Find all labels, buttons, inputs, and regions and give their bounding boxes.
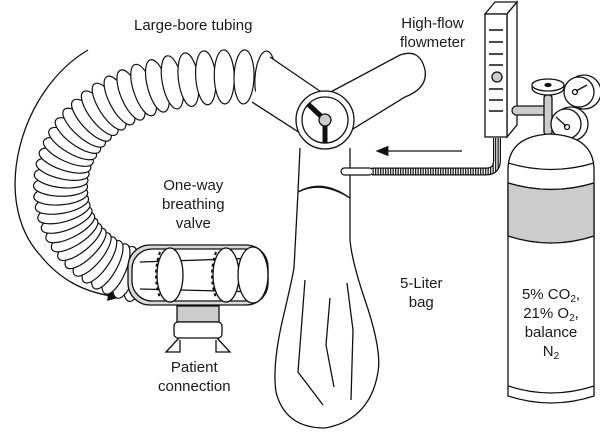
y-connector — [251, 52, 426, 150]
pressure-gauge-lower — [550, 106, 589, 142]
valve-leaflets — [306, 102, 332, 143]
gas-supply-line — [340, 138, 501, 176]
tubing-flow-arrow — [14, 49, 121, 301]
five-liter-bag — [274, 185, 380, 429]
label-valve-line3: valve — [175, 215, 211, 232]
label-flowmeter-line2: flowmeter — [400, 34, 466, 51]
gas-cylinder — [507, 133, 595, 404]
large-bore-tubing — [32, 49, 276, 302]
label-gas-o2: 21% O2, — [511, 304, 591, 324]
gas-co2-comma: , — [575, 286, 581, 303]
label-gas-balance: balance — [524, 324, 578, 341]
label-patient-line2: connection — [158, 378, 231, 395]
patient-connection — [164, 305, 232, 353]
flowmeter-float — [491, 71, 503, 83]
gas-o2-comma: , — [574, 305, 579, 322]
label-gas-co2: 5% CO2, — [511, 285, 591, 305]
high-flow-flowmeter — [483, 0, 519, 139]
label-five-liter-bag: 5-Liter bag — [400, 274, 443, 312]
label-flowmeter-line1: High-flow — [401, 15, 464, 32]
label-gas-mixture: 5% CO2, 21% O2, balance N2 — [511, 285, 591, 362]
label-valve-line1: One-way — [163, 177, 224, 194]
one-way-breathing-valve — [127, 244, 269, 306]
label-one-way-breathing-valve: One-way breathing valve — [162, 176, 225, 233]
gas-co2-subscript: 2 — [570, 294, 576, 305]
gas-co2-text: 5% CO — [521, 286, 571, 303]
label-patient-connection: Patient connection — [158, 358, 231, 396]
gas-o2-subscript: 2 — [569, 313, 575, 324]
regulator — [511, 74, 600, 142]
label-bag-line1: 5-Liter — [400, 275, 443, 292]
label-valve-line2: breathing — [162, 196, 225, 213]
gas-n2-subscript: 2 — [553, 351, 560, 362]
gas-o2-text: 21% O — [523, 305, 570, 322]
label-gas-n2: N2 — [511, 342, 591, 362]
label-bag-line2: bag — [408, 294, 434, 311]
label-patient-line1: Patient — [170, 359, 218, 376]
gas-n2-text: N — [542, 343, 554, 360]
label-large-bore-tubing: Large-bore tubing — [134, 17, 253, 34]
pressure-gauge-upper — [563, 74, 600, 110]
tubing-ring — [213, 49, 235, 105]
tubing-ring — [233, 49, 255, 105]
label-high-flow-flowmeter: High-flow flowmeter — [400, 14, 465, 52]
